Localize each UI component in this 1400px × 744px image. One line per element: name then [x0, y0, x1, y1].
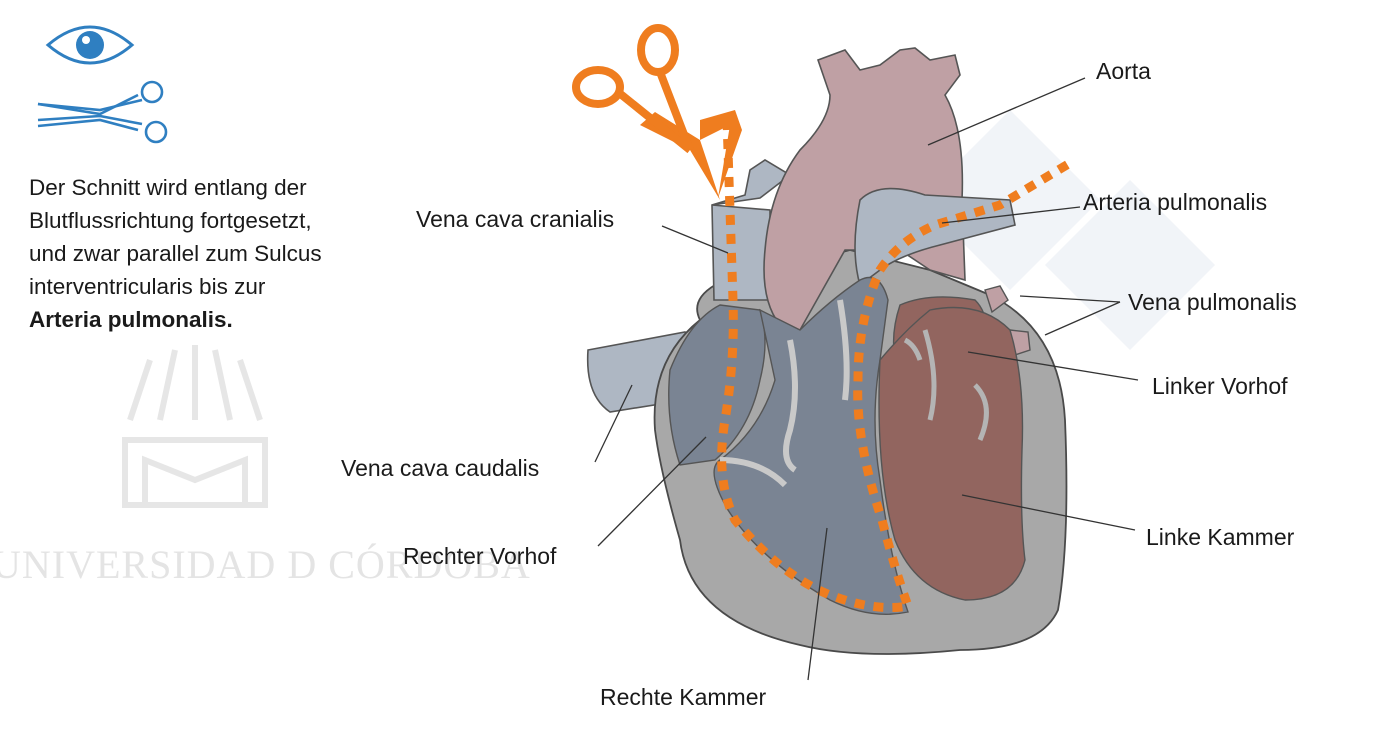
label-rechter-vorhof: Rechter Vorhof — [403, 543, 557, 569]
septum-lines — [719, 299, 850, 488]
intro-text: Der Schnitt wird entlang der Blutflussri… — [29, 171, 329, 336]
watermark-logo — [122, 345, 268, 508]
label-arteria-pulmonalis: Arteria pulmonalis — [1083, 189, 1267, 215]
leader-lines — [594, 77, 1139, 681]
rechter-vorhof-shape — [668, 304, 766, 466]
cut-line — [717, 119, 1078, 613]
aorta-shape — [763, 47, 966, 331]
eye-icon — [45, 25, 135, 65]
label-vena-cava-cranialis: Vena cava cranialis — [416, 206, 614, 232]
labels: Aorta Arteria pulmonalis Vena pulmonalis… — [341, 58, 1297, 710]
watermark: UNIVERSIDAD D CÓRDOBA — [0, 345, 531, 587]
label-linke-kammer: Linke Kammer — [1146, 524, 1295, 550]
left-heart-inner-lines — [903, 329, 989, 441]
intro-body: Der Schnitt wird entlang der Blutflussri… — [29, 175, 322, 299]
watermark-text: UNIVERSIDAD D CÓRDOBA — [0, 542, 531, 587]
orange-scissors-icon — [572, 24, 742, 200]
label-aorta: Aorta — [1096, 58, 1151, 84]
intro-bold: Arteria pulmonalis. — [29, 307, 233, 332]
linke-kammer-shape — [878, 306, 1026, 601]
scissors-icon — [37, 80, 168, 144]
label-vena-cava-caudalis: Vena cava caudalis — [341, 455, 539, 481]
label-rechte-kammer: Rechte Kammer — [600, 684, 767, 710]
label-vena-pulmonalis: Vena pulmonalis — [1128, 289, 1297, 315]
label-linker-vorhof: Linker Vorhof — [1152, 373, 1288, 399]
